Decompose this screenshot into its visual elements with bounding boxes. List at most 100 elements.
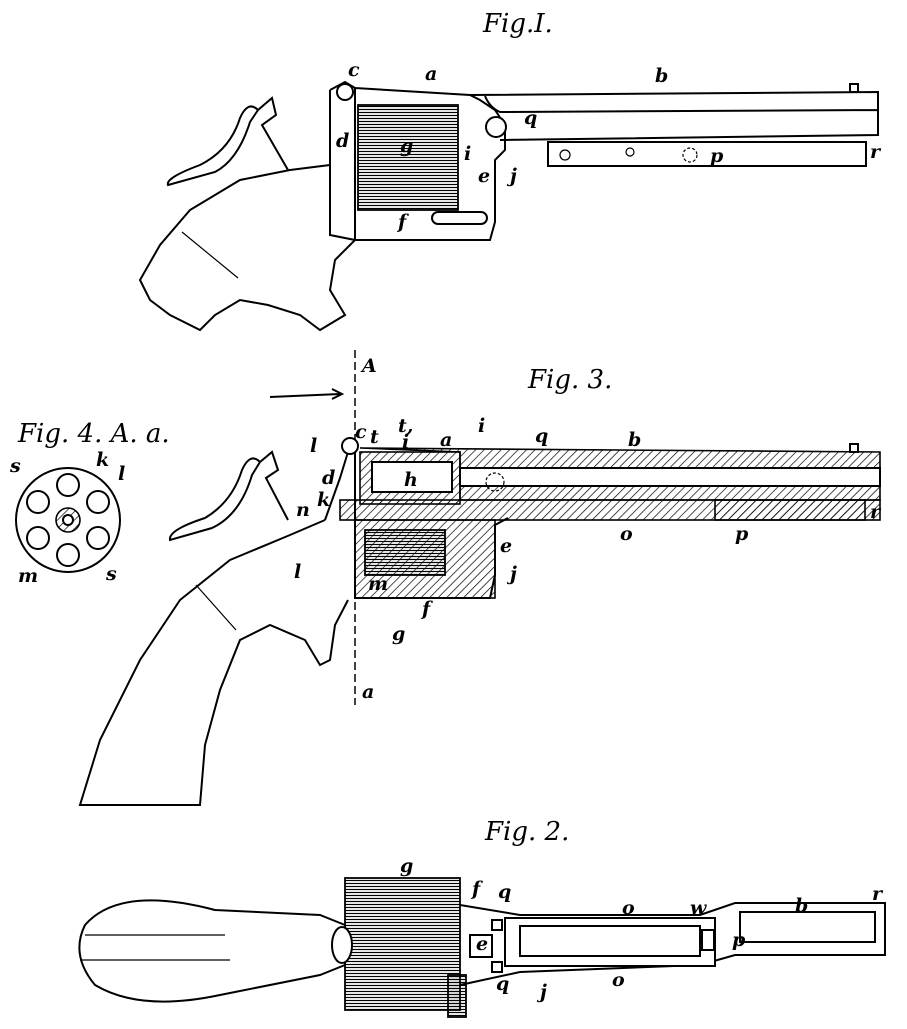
figure-3: Fig. 3. A a l c t t, i a i q b d <box>78 350 882 806</box>
fig3-label-o: o <box>620 523 633 545</box>
fig3-label-p: p <box>735 523 749 545</box>
fig3-label-d: d <box>322 467 335 489</box>
fig4-cylinder-face <box>15 467 121 573</box>
fig3-label-n: n <box>296 499 310 521</box>
fig3-label-t-comma: t, <box>398 415 413 437</box>
fig1-label-e: e <box>478 165 490 187</box>
fig4-label-l: l <box>118 463 125 485</box>
fig2-title: Fig. 2. <box>484 817 569 847</box>
fig2-block-e <box>469 934 493 958</box>
fig2-label-o-top: o <box>622 897 635 919</box>
fig3-direction-arrow <box>269 388 345 400</box>
fig1-front-sight <box>849 83 859 93</box>
fig4-center-pin <box>62 514 74 526</box>
fig1-label-a: a <box>425 63 437 85</box>
fig3-section-mark-bottom: a <box>362 681 374 703</box>
fig1-label-g: g <box>400 135 413 157</box>
fig4-title: Fig. 4. A. a. <box>17 419 170 449</box>
fig2-label-w: w <box>690 897 707 919</box>
fig2-latch <box>701 929 715 951</box>
fig4-chamber-3 <box>86 526 110 550</box>
fig3-label-g: g <box>392 623 405 645</box>
fig3-front-sight <box>849 443 859 453</box>
fig1-label-j: j <box>506 165 517 187</box>
fig1-label-d: d <box>336 130 349 152</box>
fig3-label-t: t <box>370 426 379 448</box>
fig4-label-s-bottom: s <box>105 563 117 585</box>
fig3-hinge-pin <box>485 472 505 492</box>
fig2-grip-butt <box>78 899 346 1003</box>
fig2-cylinder-end <box>331 926 353 964</box>
fig1-slot <box>431 211 488 225</box>
fig3-label-l-lower: l <box>294 561 301 583</box>
fig3-label-b: b <box>628 429 641 451</box>
fig1-lever-catch <box>682 147 698 163</box>
fig3-label-m: m <box>368 573 388 595</box>
fig1-label-b: b <box>655 65 668 87</box>
fig3-section-mark-top: A <box>360 355 377 377</box>
fig1-hinge-pin <box>485 116 507 138</box>
fig1-label-p: p <box>710 145 724 167</box>
fig2-pin-top <box>491 919 503 931</box>
fig4-chamber-4 <box>56 543 80 567</box>
fig1-grip-panel-line <box>181 231 239 279</box>
fig3-label-k: k <box>317 489 330 511</box>
fig3-label-l: l <box>310 435 317 457</box>
fig1-lever-screw <box>625 147 635 157</box>
fig3-label-i-right: i <box>478 415 485 437</box>
fig3-grip-panel-line <box>195 584 237 631</box>
fig1-label-c: c <box>348 59 360 81</box>
fig2-label-e: e <box>476 933 488 955</box>
fig3-label-i-upper: i <box>402 431 409 453</box>
fig1-label-i: i <box>464 143 471 165</box>
fig2-label-r: r <box>872 883 884 905</box>
fig4-chamber-1 <box>56 473 80 497</box>
fig4-label-k: k <box>96 449 109 471</box>
fig2-label-o-bottom: o <box>612 969 625 991</box>
figure-4: Fig. 4. A. a. s k l m s <box>9 419 170 587</box>
fig3-label-r: r <box>870 501 882 523</box>
fig1-lever-hole <box>559 149 571 161</box>
fig1-hammer <box>166 96 289 187</box>
fig1-label-r: r <box>870 141 882 163</box>
fig2-muzzle <box>739 911 876 943</box>
fig4-chamber-2 <box>86 490 110 514</box>
fig2-label-j: j <box>536 981 547 1003</box>
fig3-label-c: c <box>355 421 367 443</box>
fig3-label-h: h <box>404 469 418 491</box>
figure-2: Fig. 2. g f q o w b r e p q j o <box>78 817 886 1018</box>
figure-1: Fig.I. c a b d g q i p r e j f <box>138 9 882 332</box>
fig2-label-q-bottom: q <box>496 973 509 995</box>
fig3-hammer <box>168 450 289 542</box>
fig3-grip <box>78 519 349 806</box>
fig4-label-m: m <box>18 565 38 587</box>
fig1-label-f: f <box>396 211 409 233</box>
fig3-title: Fig. 3. <box>527 365 612 395</box>
fig2-cylinder <box>344 877 461 1011</box>
fig2-label-p: p <box>732 929 746 951</box>
fig3-chamber-lower <box>364 529 446 576</box>
fig1-frame <box>329 80 506 241</box>
fig2-label-b: b <box>795 895 808 917</box>
fig3-label-j: j <box>506 563 517 585</box>
fig1-label-q: q <box>524 107 537 129</box>
fig3-label-q: q <box>535 425 548 447</box>
fig2-label-f: f <box>470 878 483 900</box>
fig1-pivot <box>336 83 354 101</box>
fig2-barrel <box>459 902 886 986</box>
fig4-chamber-5 <box>26 526 50 550</box>
fig4-label-s-top: s <box>9 455 21 477</box>
fig1-barrel <box>469 90 879 141</box>
fig3-label-f: f <box>420 598 433 620</box>
fig3-label-e: e <box>500 535 512 557</box>
fig1-cylinder <box>357 104 459 211</box>
fig3-chamber-upper <box>371 461 453 493</box>
fig2-screw <box>447 974 467 1018</box>
fig1-title: Fig.I. <box>482 9 553 39</box>
fig3-pivot <box>341 437 359 455</box>
fig2-pin-bottom <box>491 961 503 973</box>
fig1-grip <box>138 164 356 332</box>
fig4-chamber-6 <box>26 490 50 514</box>
